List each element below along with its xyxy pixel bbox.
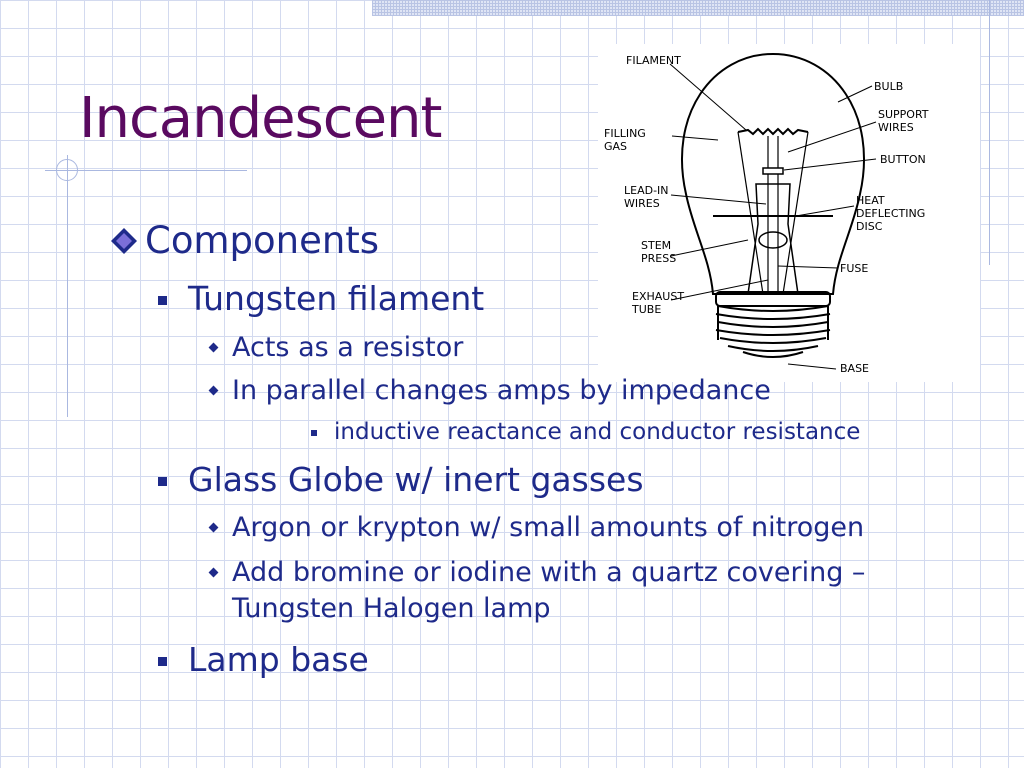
- diamond-small-bullet-icon: [208, 567, 219, 578]
- stem-press: [758, 231, 788, 249]
- decorative-vertical-line-right: [989, 0, 990, 265]
- label-heat-deflecting-disc: HEAT: [856, 194, 885, 207]
- diamond-small-bullet-icon: [208, 522, 219, 533]
- crosshair-ornament-icon: [56, 159, 78, 181]
- stem-glass: [747, 183, 799, 295]
- diamond-bullet-icon: [111, 228, 137, 254]
- square-bullet-icon: [158, 296, 167, 305]
- bullet-text: Glass Globe w/ inert gasses: [188, 460, 644, 499]
- label-lead-in-wires-2: WIRES: [624, 197, 660, 210]
- lamp-base-threads: [715, 291, 831, 358]
- diamond-small-bullet-icon: [208, 342, 219, 353]
- bullet-text: Argon or krypton w/ small amounts of nit…: [232, 512, 865, 543]
- label-leader-lines: [669, 63, 877, 370]
- slide-title: Incandescent: [79, 86, 442, 151]
- square-bullet-icon: [158, 657, 167, 666]
- bulb-glass-outline: [681, 52, 865, 295]
- label-filament: FILAMENT: [626, 54, 681, 67]
- bullet-text: Add bromine or iodine with a quartz cove…: [232, 557, 866, 588]
- label-support-wires-2: WIRES: [878, 121, 914, 134]
- bullet-text: Tungsten filament: [188, 279, 485, 318]
- filament-coil: [737, 127, 809, 136]
- decorative-vertical-line-left: [67, 155, 68, 417]
- label-filling-gas: FILLING: [604, 127, 646, 140]
- light-bulb-diagram-svg: FILAMENT BULB SUPPORT WIRES FILLING GAS …: [604, 52, 929, 375]
- label-support-wires: SUPPORT: [878, 108, 929, 121]
- label-fuse: FUSE: [840, 262, 868, 275]
- button-part: [762, 167, 784, 175]
- bullet-text: Lamp base: [188, 640, 369, 679]
- label-heat-deflecting-disc-2: DEFLECTING: [856, 207, 925, 220]
- header-pattern-band: [372, 0, 1024, 16]
- bullet-text: Acts as a resistor: [232, 332, 464, 363]
- label-stem-press-2: PRESS: [641, 252, 676, 265]
- bullet-text: In parallel changes amps by impedance: [232, 375, 771, 406]
- bullet-text: inductive reactance and conductor resist…: [334, 419, 861, 445]
- light-bulb-diagram: FILAMENT BULB SUPPORT WIRES FILLING GAS …: [598, 44, 980, 382]
- title-underline: [45, 170, 247, 171]
- bullet-text: Components: [145, 219, 380, 262]
- label-button: BUTTON: [880, 153, 926, 166]
- label-filling-gas-2: GAS: [604, 140, 627, 153]
- label-stem-press: STEM: [641, 239, 671, 252]
- label-exhaust-tube-2: TUBE: [631, 303, 661, 316]
- label-lead-in-wires: LEAD-IN: [624, 184, 669, 197]
- square-bullet-icon: [158, 477, 167, 486]
- label-base: BASE: [840, 362, 869, 375]
- square-small-bullet-icon: [311, 430, 317, 436]
- diamond-small-bullet-icon: [208, 385, 219, 396]
- lead-in-wires: [737, 131, 809, 295]
- label-exhaust-tube: EXHAUST: [632, 290, 684, 303]
- bullet-text: Tungsten Halogen lamp: [232, 593, 551, 624]
- label-heat-deflecting-disc-3: DISC: [856, 220, 883, 233]
- label-bulb: BULB: [874, 80, 903, 93]
